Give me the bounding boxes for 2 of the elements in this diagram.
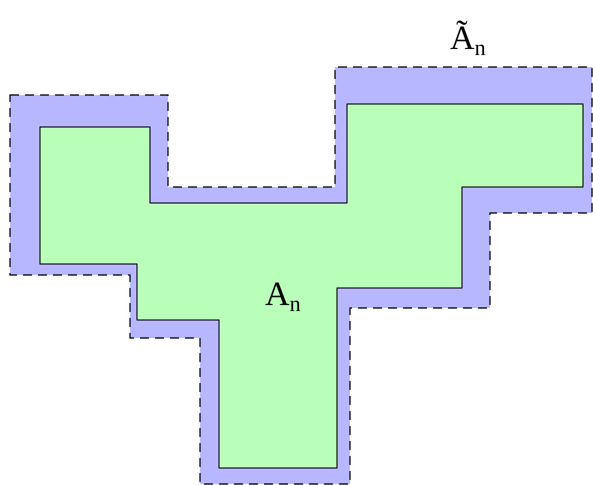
region-label: Ã$_{n}$: [450, 22, 486, 59]
region-label: A$_{n}$: [265, 278, 301, 315]
